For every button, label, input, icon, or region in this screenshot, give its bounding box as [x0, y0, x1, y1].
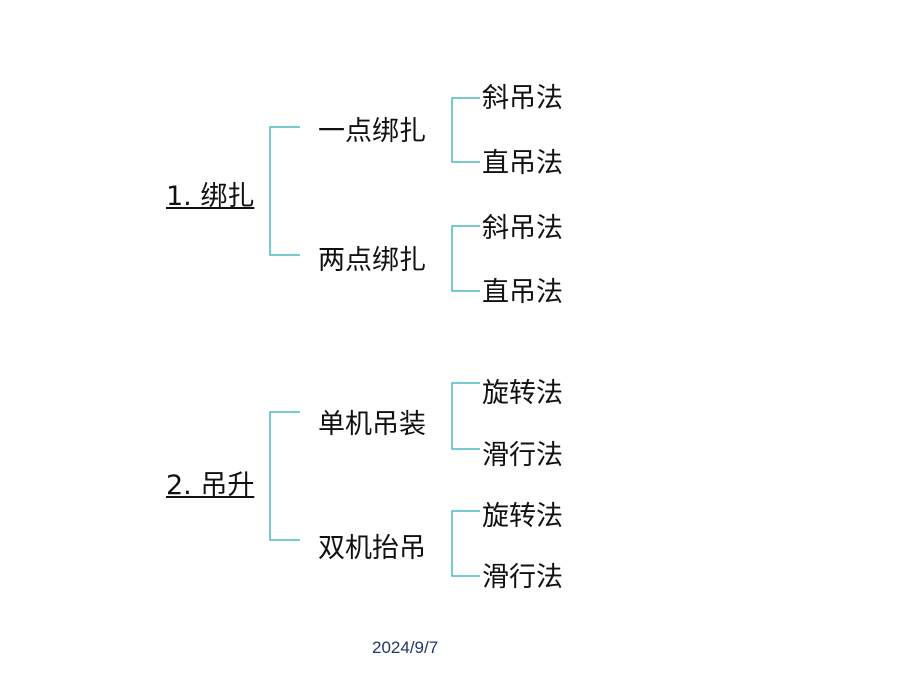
node-dual-crane: 双机抬吊	[318, 533, 426, 564]
bracket-2a	[451, 382, 480, 450]
bracket-1	[269, 126, 300, 256]
leaf-straight-lift: 直吊法	[482, 148, 563, 179]
node-one-point-binding: 一点绑扎	[318, 116, 426, 147]
node-two-point-binding: 两点绑扎	[318, 245, 426, 276]
footer-date: 2024/9/7	[372, 638, 439, 657]
node-lifting: 2. 吊升	[166, 470, 255, 501]
node-binding: 1. 绑扎	[166, 181, 255, 212]
bracket-1b	[451, 225, 480, 292]
leaf-straight-lift: 直吊法	[482, 277, 563, 308]
leaf-rotation-method: 旋转法	[482, 501, 563, 532]
node-single-crane: 单机吊装	[318, 409, 426, 440]
leaf-sliding-method: 滑行法	[482, 440, 563, 471]
bracket-1a	[451, 97, 480, 163]
bracket-2b	[451, 510, 480, 577]
leaf-rotation-method: 旋转法	[482, 378, 563, 409]
leaf-sliding-method: 滑行法	[482, 562, 563, 593]
bracket-2	[269, 411, 300, 541]
leaf-inclined-lift: 斜吊法	[482, 83, 563, 114]
leaf-inclined-lift: 斜吊法	[482, 213, 563, 244]
